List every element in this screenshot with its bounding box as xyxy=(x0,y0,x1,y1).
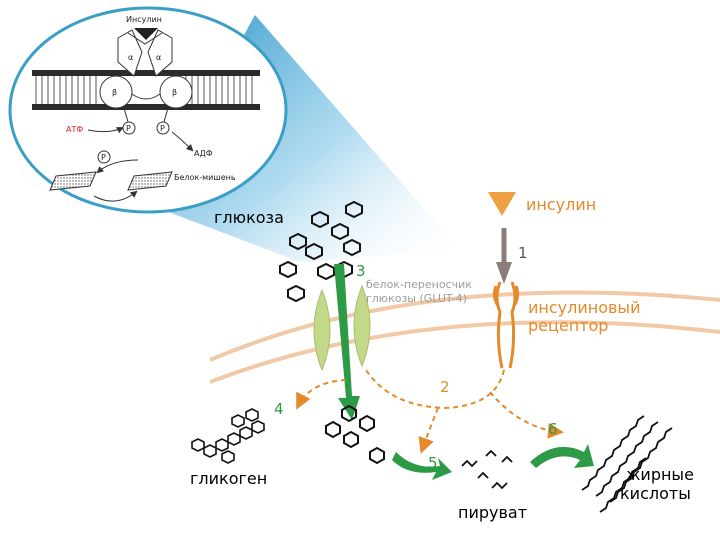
inset-phosphate-2: P xyxy=(160,124,165,133)
insulin-triangle xyxy=(488,192,516,216)
glucose-molecule xyxy=(331,222,349,241)
glucose-molecule xyxy=(279,260,297,279)
step-5: 5 xyxy=(428,454,438,472)
glucose-molecule xyxy=(289,232,307,251)
step-6: 6 xyxy=(548,420,558,438)
glycolysis-arrow xyxy=(392,452,452,480)
glucose-molecule xyxy=(369,446,385,465)
glucose-molecule xyxy=(341,404,357,423)
glucose-molecule xyxy=(345,200,363,219)
inset-alpha-left: α xyxy=(128,53,133,62)
cell-membrane-outer xyxy=(209,290,720,362)
glucose-molecule xyxy=(359,414,375,433)
glycogen-structure xyxy=(191,408,265,464)
fatty-acids-label-line1: жирные xyxy=(626,465,694,484)
glucose-molecules-inside xyxy=(325,404,385,465)
glut4-transporter xyxy=(313,284,371,372)
fatty-acids-label-line2: кислоты xyxy=(620,484,691,503)
receptor-label-line2: рецептор xyxy=(528,316,608,335)
inset-receptor: α α β β P P xyxy=(99,28,193,135)
inset-alpha-right: α xyxy=(156,53,161,62)
glucose-molecule xyxy=(343,238,361,257)
step-4: 4 xyxy=(274,400,284,418)
glucose-molecule xyxy=(311,210,329,229)
signal-to-glut4 xyxy=(365,369,505,410)
glucose-molecule xyxy=(287,284,305,303)
glucose-molecule xyxy=(343,430,359,449)
glycogen-label: гликоген xyxy=(190,469,267,488)
inset-insulin-label: Инсулин xyxy=(126,15,162,24)
signaling-paths xyxy=(296,369,564,454)
inset-target-label: Белок-мишень xyxy=(174,173,236,182)
signal-to-fatty-acids xyxy=(489,391,564,439)
inset-adp-label: АДФ xyxy=(194,149,213,158)
receptor-label-line1: инсулиновый xyxy=(528,298,640,317)
inset-phosphate-3: P xyxy=(101,153,106,162)
glucose-molecule xyxy=(305,242,323,261)
insulin-label: инсулин xyxy=(526,195,596,214)
pyruvate-label: пируват xyxy=(458,503,527,522)
inset-atp-label: АТФ xyxy=(66,125,83,134)
glucose-molecule xyxy=(325,420,341,439)
signal-to-glycogen xyxy=(296,379,347,410)
step-3: 3 xyxy=(356,262,366,280)
insulin-binding-arrowhead xyxy=(496,262,512,284)
inset-target-protein: P xyxy=(49,150,173,202)
glucose-molecule xyxy=(317,262,335,281)
step-2: 2 xyxy=(440,378,450,396)
inset-insulin-marker xyxy=(134,28,158,40)
inset-beta-right: β xyxy=(172,88,177,97)
inset-beta-left: β xyxy=(112,88,117,97)
lipogenesis-arrow xyxy=(530,444,594,468)
signal-to-glycolysis xyxy=(418,407,439,454)
cell-membrane-inner xyxy=(209,320,720,384)
transporter-label-line2: глюкозы (GLUT-4) xyxy=(366,292,467,305)
insulin-receptor xyxy=(492,281,520,369)
glucose-label: глюкоза xyxy=(214,208,284,227)
transporter-label-line1: белок-переносчик xyxy=(366,278,472,291)
inset-phosphate-1: P xyxy=(126,124,131,133)
fatty-acid-chains xyxy=(581,415,673,513)
pyruvate-molecules xyxy=(461,449,513,490)
step-1: 1 xyxy=(518,244,528,262)
glucose-entry-arrow xyxy=(334,264,360,420)
